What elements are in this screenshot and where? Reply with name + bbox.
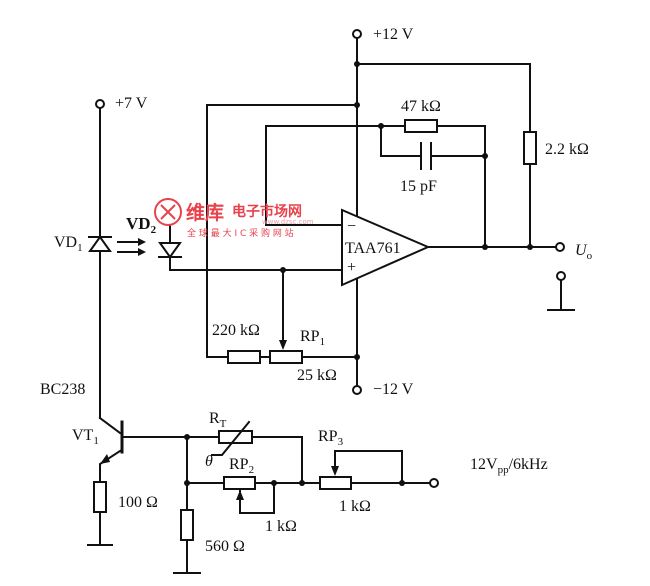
label-rt: RT [209, 410, 227, 430]
label-vd1: VD1 [54, 234, 83, 254]
label-25k: 25 kΩ [297, 367, 337, 384]
label-15pf: 15 pF [400, 178, 437, 195]
resistor-2k2 [523, 131, 537, 165]
label-560: 560 Ω [205, 538, 245, 555]
terminal-signal-in [429, 478, 439, 488]
label-bc238: BC238 [40, 381, 85, 398]
terminals [95, 29, 566, 488]
label-2k2: 2.2 kΩ [545, 141, 589, 158]
capacitor-15pf [420, 142, 432, 170]
label-signal: 12Vpp/6kHz [470, 456, 548, 476]
label-vt1: VT1 [72, 427, 99, 447]
watermark-logo-text: 维库 [186, 201, 224, 224]
label-1k-rp2: 1 kΩ [265, 518, 297, 535]
opamp-taa761: − + [341, 208, 431, 287]
watermark-logo-icon [154, 198, 182, 226]
label-theta: θ [205, 453, 213, 470]
watermark-line2: 全 球 最 大 I C 采 购 网 站 [187, 227, 294, 239]
resistor-220k [227, 350, 261, 364]
watermark: 维库 电子市场网 www.dzsc.com 全 球 最 大 I C 采 购 网 … [154, 198, 314, 239]
terminal-ground-out [556, 271, 566, 281]
label-rp2: RP2 [229, 456, 254, 476]
resistor-47k [404, 119, 438, 133]
label-opamp: TAA761 [345, 240, 401, 257]
label-minus12: −12 V [373, 381, 414, 398]
resistor-560 [180, 509, 194, 541]
potentiometer-rp1 [269, 340, 303, 364]
resistor-100 [93, 481, 107, 513]
potentiometer-rp2 [223, 476, 256, 500]
opamp-minus-sign: − [347, 218, 356, 235]
terminal-plus7 [95, 99, 105, 109]
wires [87, 37, 575, 574]
diode-vd1 [88, 235, 146, 256]
label-vd2: VD2 [126, 214, 157, 236]
label-rp1: RP1 [300, 328, 325, 348]
terminal-plus12 [352, 29, 362, 39]
label-uo: Uo [575, 242, 593, 262]
photodiode-vd2 [158, 227, 182, 271]
labels: +12 V +7 V 47 kΩ 2.2 kΩ 15 pF VD1 VD2 TA… [40, 26, 593, 555]
potentiometer-rp3 [319, 466, 352, 490]
label-47k: 47 kΩ [401, 98, 441, 115]
watermark-url: www.dzsc.com [262, 218, 314, 226]
terminal-uo [555, 242, 565, 252]
terminal-minus12 [352, 385, 362, 395]
transistor-vt1 [100, 420, 124, 464]
label-plus12: +12 V [373, 26, 414, 43]
label-rp3: RP3 [318, 428, 344, 448]
junctions [184, 61, 533, 486]
label-100: 100 Ω [118, 494, 158, 511]
watermark-line1: 电子市场网 [232, 203, 302, 220]
label-220k: 220 kΩ [212, 322, 260, 339]
thermistor-rt [211, 420, 253, 456]
opamp-plus-sign: + [347, 259, 356, 276]
label-plus7: +7 V [115, 95, 148, 112]
label-1k-rp3: 1 kΩ [339, 498, 371, 515]
